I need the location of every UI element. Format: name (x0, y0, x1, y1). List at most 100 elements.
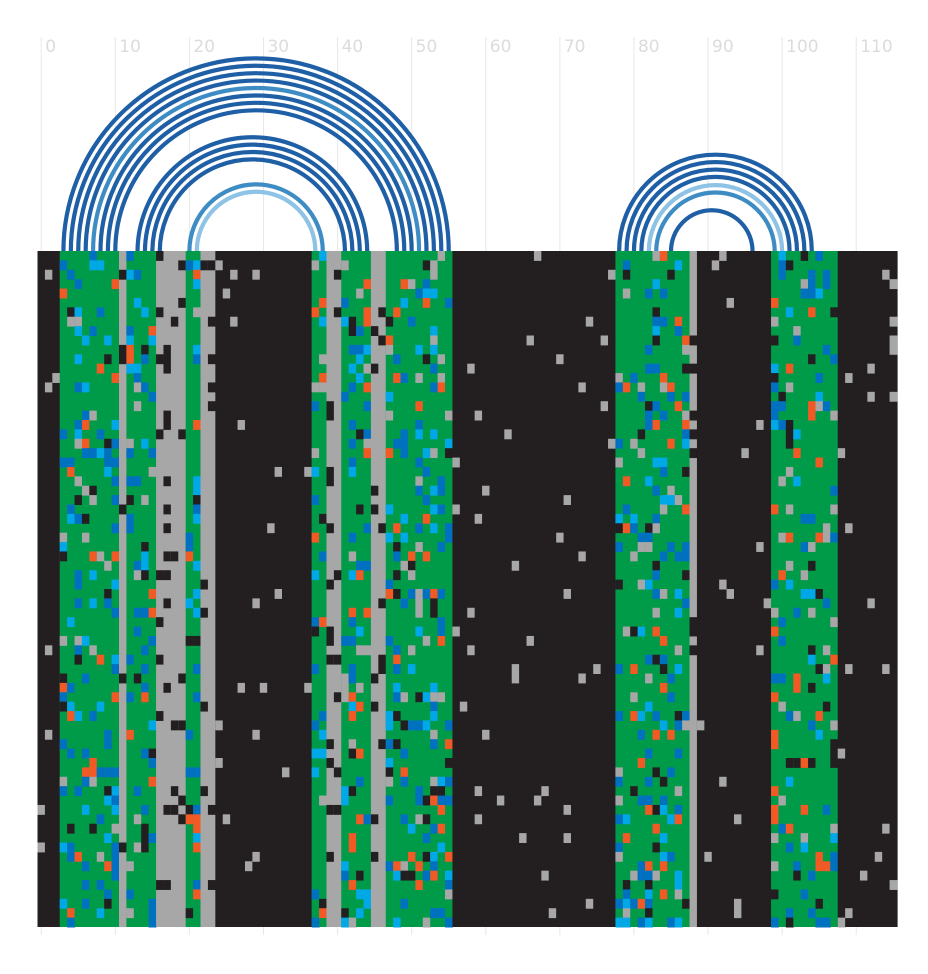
cell (126, 269, 135, 280)
column-68 (541, 251, 550, 927)
cell (407, 823, 416, 834)
cell (400, 898, 409, 909)
cell (348, 344, 357, 355)
cell (800, 889, 809, 900)
column-111 (859, 251, 868, 927)
cell (385, 739, 394, 750)
cell (430, 795, 439, 806)
cell (771, 335, 780, 346)
cell (771, 401, 780, 412)
tick-label-10: 10 (119, 37, 141, 57)
cell (585, 898, 594, 909)
cell (111, 842, 120, 853)
column-28 (244, 251, 253, 927)
cell (81, 861, 90, 872)
column-79 (622, 251, 631, 927)
cell (326, 739, 335, 750)
cell (778, 635, 787, 646)
cell (111, 438, 120, 449)
cell (615, 664, 624, 674)
cell (593, 664, 602, 674)
cell (163, 504, 172, 515)
cell (541, 786, 550, 797)
cell (148, 758, 157, 768)
cell (859, 870, 868, 881)
cell (104, 448, 113, 459)
cell (326, 410, 335, 421)
cell (771, 504, 780, 515)
cell (59, 551, 68, 562)
cell (163, 420, 172, 430)
cell (230, 269, 239, 280)
cell (363, 363, 372, 374)
cell (667, 729, 676, 740)
column-25 (222, 251, 231, 927)
column-27 (237, 251, 246, 927)
cell (156, 251, 165, 261)
cell (808, 279, 817, 290)
cell (726, 589, 735, 599)
cell (141, 551, 150, 562)
column-7 (89, 251, 98, 927)
cell (430, 701, 439, 712)
cell (430, 692, 439, 703)
cell (385, 391, 394, 402)
cell (348, 363, 357, 374)
cell (356, 326, 365, 336)
cell (356, 504, 365, 515)
column-38 (319, 251, 328, 927)
cell (615, 457, 624, 468)
cell (393, 307, 402, 318)
cell (67, 617, 76, 628)
cell (645, 748, 654, 759)
cell (808, 542, 817, 552)
cell (785, 758, 794, 768)
cell (356, 701, 365, 712)
cell (193, 767, 202, 778)
cell (126, 363, 135, 374)
cell (430, 260, 439, 271)
cell (659, 635, 668, 646)
cell (771, 420, 780, 430)
cell (185, 260, 194, 271)
cell (111, 870, 120, 881)
cell (67, 466, 76, 477)
cell (793, 448, 802, 459)
cell (393, 570, 402, 581)
cell (363, 448, 372, 459)
cell (659, 720, 668, 731)
cell (126, 861, 135, 872)
cell (67, 701, 76, 712)
cell (689, 410, 698, 421)
cell (267, 523, 276, 534)
cell (385, 579, 394, 590)
cell (393, 645, 402, 656)
cell (163, 363, 172, 374)
cell (170, 316, 179, 327)
column-40 (333, 251, 342, 927)
cell (674, 495, 683, 505)
cell (415, 814, 424, 825)
cell (682, 363, 691, 374)
cell (178, 814, 187, 825)
cell (422, 795, 431, 806)
cell (319, 908, 328, 919)
cell (719, 776, 728, 787)
cell (430, 335, 439, 346)
cell (126, 438, 135, 449)
cell (407, 589, 416, 599)
cell (111, 476, 120, 487)
cell (674, 260, 683, 271)
cell (193, 833, 202, 843)
cell (200, 701, 209, 712)
cell (348, 673, 357, 684)
cell (126, 654, 135, 665)
cell (407, 720, 416, 731)
cell (133, 476, 142, 487)
cell (511, 560, 520, 571)
cell (407, 645, 416, 656)
cell (785, 908, 794, 919)
cell (385, 758, 394, 768)
cell (630, 438, 639, 449)
cell (808, 513, 817, 524)
